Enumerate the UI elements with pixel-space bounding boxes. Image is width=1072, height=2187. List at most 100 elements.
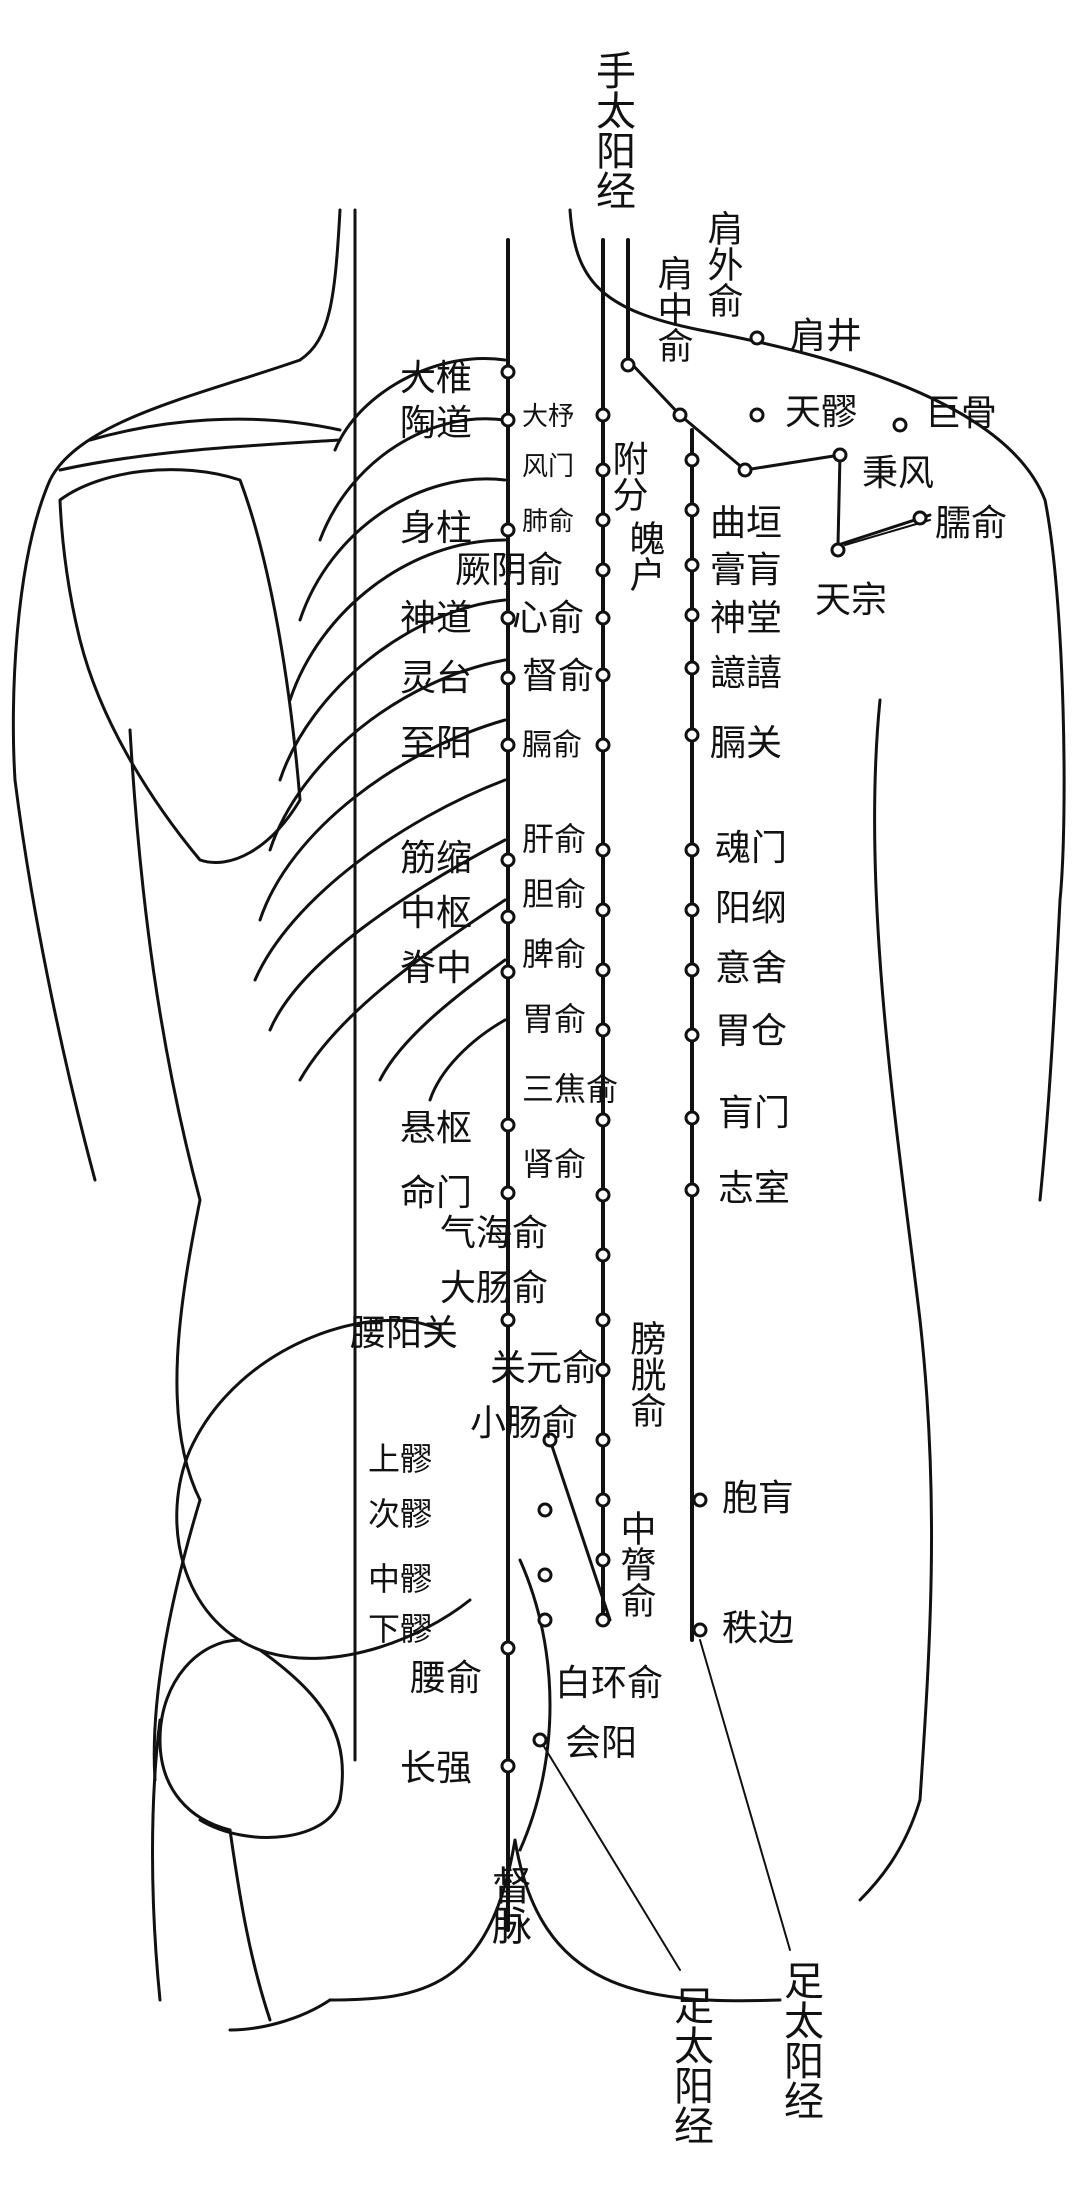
label-xuanshu: 悬枢 [400,1108,472,1149]
label-jianzhongshu: 肩中俞 [652,255,693,363]
dot-xiaochangshu [595,1432,611,1448]
dot-mingmen [500,1185,516,1201]
label-shendao: 神道 [400,598,472,639]
dot-pangguangshu [595,1492,611,1508]
dot-yixi [684,660,700,676]
label-xialiao: 下髎 [368,1610,432,1648]
dot-geguan [684,727,700,743]
dot-quyuan [737,462,753,478]
label-danshu: 胆俞 [522,875,586,913]
label-dushu: 督俞 [522,656,594,697]
label-shenzhu: 身柱 [400,508,472,549]
dot-weishu [595,1022,611,1038]
right-arm-contour [1038,898,1062,1202]
dot-jianjing [749,330,765,346]
sacral-route [548,1438,612,1622]
label-huangmen: 肓门 [718,1093,790,1134]
label-xinshu: 心俞 [512,598,584,639]
left-shoulder-contour [11,358,302,782]
dot-tianliao [749,407,765,423]
ilium-left [175,1318,472,1660]
dot-jueyinshu [595,562,611,578]
rib-5 [278,598,507,782]
label-jugu: 巨骨 [925,393,997,434]
label-zu-taiyang-inner: 足太阳经 [667,1985,713,2145]
label-weishu: 胃俞 [522,1000,586,1038]
dot-dachangshu [595,1312,611,1328]
label-sanjiaoshu: 三焦俞 [522,1070,618,1108]
rib-10 [298,898,507,1082]
dot-guanyuanshu [595,1362,611,1378]
label-fengmen: 风门 [522,452,574,482]
leader-inner-meridian [539,1739,681,1971]
dot-feishu [595,512,611,528]
rib-2 [318,417,507,542]
rib-4 [288,538,507,702]
label-qihaishu: 气海俞 [440,1213,548,1254]
rib-8 [253,778,507,982]
dot-dushu [595,667,611,683]
point-dots [500,330,928,1774]
label-changqiang: 长强 [400,1748,472,1789]
label-jianjing: 肩井 [790,316,862,357]
dot-bingfeng [832,447,848,463]
label-huiyang: 会阳 [565,1723,637,1764]
clavicle-left [88,417,342,442]
dot-dazhui [500,364,516,380]
label-lingtai: 灵台 [400,658,472,699]
label-weicang: 胃仓 [715,1011,787,1052]
dot-huiyang [532,1732,548,1748]
pelvis-inner [198,1648,344,1839]
label-tianzong: 天宗 [815,580,887,621]
dot-pohu [684,502,700,518]
label-yaoyangguan: 腰阳关 [350,1313,458,1354]
dot-xinshu [595,610,611,626]
label-quyuan: 曲垣 [710,503,782,544]
dot-lingtai [500,670,516,686]
label-shangliao: 上髎 [368,1440,432,1478]
label-feishu: 肺俞 [522,507,574,537]
ribs [253,357,507,1102]
label-gaohuang: 膏肓 [710,550,782,591]
label-fufen: 附分 [607,440,648,512]
label-jueyinshu: 厥阴俞 [455,550,563,591]
dot-ciliao [537,1502,553,1518]
dot-shentang [684,607,700,623]
label-jinsuo: 筋缩 [400,838,472,879]
label-zhishi: 志室 [718,1168,790,1209]
dot-huangmen [684,1110,700,1126]
dot-taodao [500,412,516,428]
scapula-spine [58,438,342,472]
dot-baohuang [692,1492,708,1508]
label-pangguangshu: 膀胱俞 [625,1320,667,1428]
dot-shangliao [542,1432,558,1448]
label-tianliao: 天髎 [785,392,857,433]
label-zhongliao: 中髎 [368,1560,432,1598]
left-arm-contour [13,778,97,1182]
dot-fufen [684,452,700,468]
dot-shenshu [595,1187,611,1203]
scapula-body [58,468,302,864]
dot-zhiyang [500,737,516,753]
dot-zhibian [692,1622,708,1638]
dot-qihaishu [595,1247,611,1263]
dot-dazhu [595,407,611,423]
dot-yaoyangguan [500,1312,516,1328]
hip-left-contour [152,1498,202,1782]
dot-baihuanshu [595,1612,611,1628]
label-hunmen: 魂门 [715,828,787,869]
label-du-mai: 督脉 [485,1865,532,1945]
label-ganshu: 肝俞 [522,820,586,858]
rib-3 [298,477,507,622]
label-zu-taiyang-outer: 足太阳经 [777,1960,823,2120]
left-flank-contour [128,728,202,1502]
label-baihuanshu: 白环俞 [555,1663,663,1704]
dot-zhongliao [537,1567,553,1583]
dot-jinsuo [500,852,516,868]
dot-geshu [595,737,611,753]
femur-head [158,1638,242,1832]
dot-shenzhu [500,522,516,538]
body-outline [11,208,1066,2032]
label-ciliao: 次髎 [368,1495,432,1533]
